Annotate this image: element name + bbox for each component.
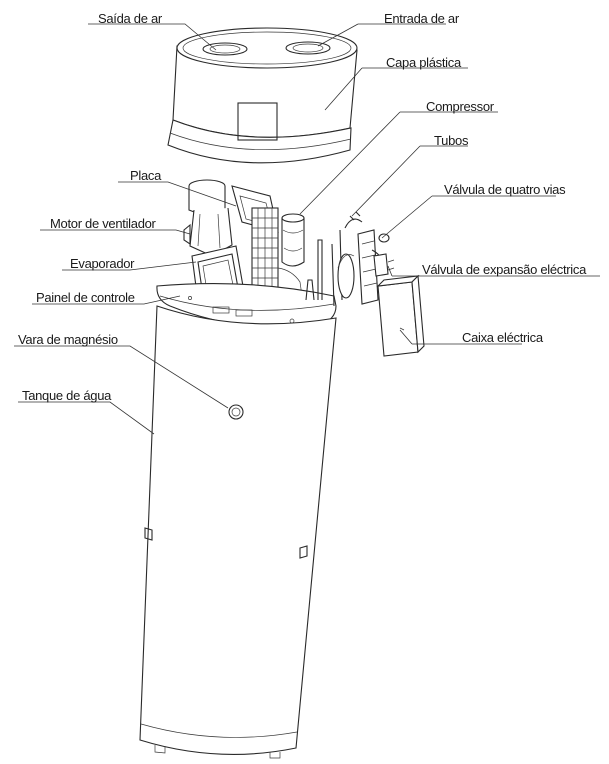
label-compressor: Compressor [426, 99, 494, 114]
label-expansion-valve: Válvula de expansão eléctrica [422, 262, 587, 277]
expansion-valve-part [373, 253, 395, 277]
label-evaporator: Evaporador [70, 256, 135, 271]
label-air-inlet: Entrada de ar [384, 11, 459, 26]
tubes-part [331, 211, 363, 307]
electric-box-part [376, 274, 425, 357]
label-tubes: Tubos [434, 133, 469, 148]
internal-coil [251, 207, 303, 313]
label-electric-box: Caixa eléctrica [462, 330, 543, 345]
label-water-tank: Tanque de água [22, 388, 112, 403]
fan-motor-part [183, 179, 233, 257]
label-plate: Placa [130, 168, 162, 183]
label-four-way-valve: Válvula de quatro vias [444, 182, 566, 197]
compressor-part [281, 213, 305, 267]
label-plastic-cover: Capa plástica [386, 55, 461, 70]
label-control-panel: Painel de controle [36, 290, 135, 305]
label-air-outlet: Saída de ar [98, 11, 162, 26]
label-fan-motor: Motor de ventilador [50, 216, 156, 231]
label-magnesium-rod: Vara de magnésio [18, 332, 118, 347]
water-tank-part [139, 305, 337, 759]
plastic-cover-part [167, 27, 358, 164]
four-way-valve-part [357, 229, 390, 305]
leader-lines [14, 23, 600, 435]
